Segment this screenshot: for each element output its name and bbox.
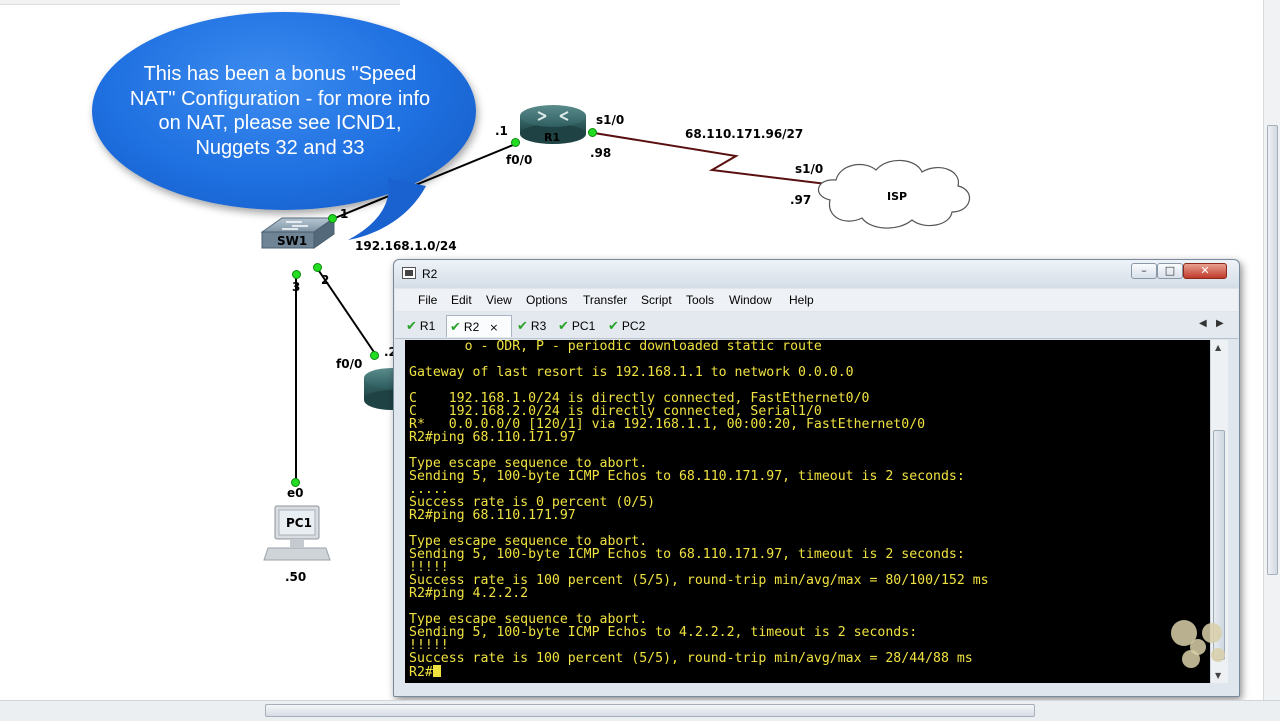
tab-r2[interactable]: ✔R2 × [446,315,512,337]
pc1-iface: e0 [287,486,304,500]
menu-help[interactable]: Help [789,293,814,307]
router-icon[interactable] [520,105,586,144]
scroll-down-icon[interactable]: ▼ [1215,671,1222,680]
menu-script[interactable]: Script [641,293,672,307]
pc-icon[interactable] [263,505,331,561]
menu-view[interactable]: View [486,293,512,307]
terminal-cursor [432,665,441,677]
link-status-dot [588,128,597,137]
link-r1-isp-serial [593,132,836,186]
page-vertical-scrollbar[interactable] [1263,0,1280,700]
r1-lan-iface: f0/0 [506,153,533,167]
switch-icon[interactable] [260,217,336,249]
tab-label: R2 [463,320,480,334]
connected-check-icon: ✔ [517,319,528,334]
wan-subnet-label: 68.110.171.96/27 [685,127,804,141]
connected-check-icon: ✔ [558,319,569,334]
menu-options[interactable]: Options [526,293,568,307]
r1-label: R1 [544,131,561,144]
terminal-output[interactable]: o - ODR, P - periodic downloaded static … [405,340,1210,683]
r1-lan-octet: .1 [495,124,508,138]
close-window-button[interactable]: ✕ [1183,263,1227,279]
sw1-label: SW1 [277,234,308,248]
tab-label: PC1 [571,319,596,333]
sw1-port-r1: 1 [340,207,349,221]
connected-check-icon: ✔ [450,320,461,335]
pc1-octet: .50 [285,570,307,584]
link-status-dot [370,351,379,360]
link-sw1-r1 [334,142,519,219]
isp-iface: s1/0 [795,162,824,176]
pc1-label: PC1 [286,516,312,530]
lan-subnet-label: 192.168.1.0/24 [355,239,457,253]
r1-wan-octet: .98 [590,146,612,160]
minimize-button[interactable]: – [1131,263,1157,279]
tab-scroll-left-icon[interactable]: ◀ [1199,318,1207,329]
terminal-app-icon [402,267,416,279]
isp-label: ISP [887,190,908,203]
scrollbar-thumb[interactable] [265,704,1035,717]
link-status-dot [291,478,300,487]
tab-label: R1 [419,319,436,333]
callout-bubble [92,12,476,210]
tab-scroll-right-icon[interactable]: ▶ [1216,318,1224,329]
page-horizontal-scrollbar[interactable] [0,700,1280,721]
connected-check-icon: ✔ [406,319,417,334]
menu-file[interactable]: File [418,293,438,307]
window-title: R2 [422,267,438,281]
sw1-port-r2: 2 [321,273,330,287]
link-sw1-r2 [316,267,379,359]
link-status-dot [328,214,337,223]
top-toolbar-strip [0,0,400,5]
tab-close-icon[interactable]: × [489,321,499,334]
tab-label: PC2 [621,319,646,333]
link-status-dot [292,270,301,279]
scrollbar-thumb[interactable] [1267,125,1278,575]
tab-label: R3 [530,319,547,333]
callout-tail [348,178,426,240]
maximize-button[interactable]: □ [1157,263,1183,279]
window-titlebar[interactable]: R2 – □ ✕ [394,260,1239,288]
r2-iface: f0/0 [336,357,363,371]
nuggets-logo-icon [1171,620,1225,668]
link-status-dot [511,138,520,147]
cloud-icon[interactable] [818,159,970,229]
terminal-text: o - ODR, P - periodic downloaded static … [409,340,989,680]
connected-check-icon: ✔ [608,319,619,334]
link-status-dot [313,263,322,272]
terminal-scrollbar[interactable]: ▲ ▼ [1210,340,1228,683]
isp-octet: .97 [790,193,812,207]
menu-edit[interactable]: Edit [451,293,472,307]
session-tab-bar: ✔R1 ✔R2× ✔R3 ✔PC1 ✔PC2 ◀ ▶ [395,312,1238,339]
tab-r1[interactable]: ✔R1 [406,315,435,337]
scroll-up-icon[interactable]: ▲ [1215,343,1222,352]
menu-bar: File Edit View Options Transfer Script T… [395,289,1238,311]
terminal-prompt: R2# [409,665,433,680]
menu-transfer[interactable]: Transfer [583,293,628,307]
menu-window[interactable]: Window [729,293,772,307]
r1-wan-iface: s1/0 [596,113,625,127]
tab-pc1[interactable]: ✔PC1 [558,315,595,337]
menu-tools[interactable]: Tools [686,293,715,307]
tab-r3[interactable]: ✔R3 [517,315,546,337]
terminal-window[interactable]: R2 – □ ✕ File Edit View Options Transfer… [393,259,1240,697]
callout-text: This has been a bonus "Speed NAT" Config… [129,63,431,159]
sw1-port-pc1: 3 [292,280,301,294]
tab-pc2[interactable]: ✔PC2 [608,315,645,337]
